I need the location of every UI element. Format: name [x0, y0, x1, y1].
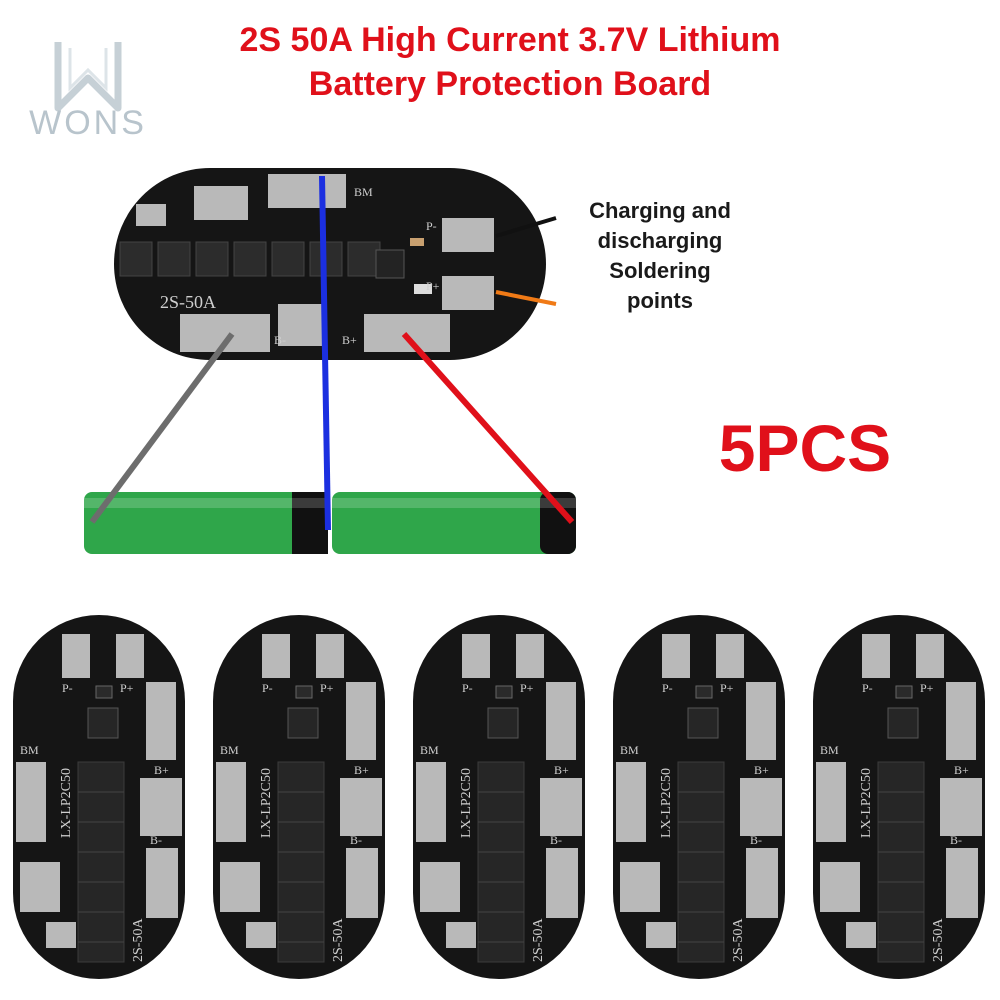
p-minus-label: P- [426, 219, 437, 233]
p-plus-pad [442, 276, 494, 310]
p-minus-label: P- [262, 681, 273, 695]
bm-label: BM [220, 743, 239, 757]
callout-line-4: points [627, 288, 693, 313]
p-plus-label: P+ [120, 681, 134, 695]
b-minus-label: B- [550, 833, 562, 847]
discharge-callout-line [495, 290, 557, 306]
protection-board-2: BM P- P+ B+ B- LX-LP2C50 2S-50A [213, 615, 385, 979]
p-plus-label: P+ [720, 681, 734, 695]
part-label: LX-LP2C50 [259, 768, 274, 838]
b-minus-label: B- [274, 333, 286, 347]
b-plus-label: B+ [354, 763, 369, 777]
p-minus-pad [442, 218, 494, 252]
part-label: LX-LP2C50 [459, 768, 474, 838]
b-minus-label: B- [350, 833, 362, 847]
model-label: 2S-50A [931, 918, 946, 962]
bm-label: BM [820, 743, 839, 757]
callout-line-1: Charging and [589, 198, 731, 223]
b-plus-label: B+ [154, 763, 169, 777]
page-title: 2S 50A High Current 3.7V Lithium Battery… [130, 18, 890, 106]
bm-label: BM [354, 185, 373, 199]
positive-wire [401, 332, 575, 524]
battery-cell-2 [332, 492, 576, 554]
b-plus-label: B+ [342, 333, 357, 347]
bm-pad [268, 174, 346, 208]
wons-logo-icon [54, 42, 122, 112]
bm-label: BM [620, 743, 639, 757]
p-minus-label: P- [662, 681, 673, 695]
protection-board-4: BM P- P+ B+ B- LX-LP2C50 2S-50A [613, 615, 785, 979]
model-label: 2S-50A [131, 918, 146, 962]
logo-text: WONS [29, 104, 147, 142]
p-minus-label: P- [462, 681, 473, 695]
p-minus-label: P- [62, 681, 73, 695]
b-plus-label: B+ [954, 763, 969, 777]
protection-board-3: BM P- P+ B+ B- LX-LP2C50 2S-50A [413, 615, 585, 979]
p-plus-label: P+ [426, 279, 440, 293]
bm-wire [319, 175, 331, 531]
p-minus-label: P- [862, 681, 873, 695]
callout-line-3: Soldering [609, 258, 711, 283]
bm-label: BM [20, 743, 39, 757]
b-minus-label: B- [750, 833, 762, 847]
p-plus-label: P+ [920, 681, 934, 695]
model-label: 2S-50A [731, 918, 746, 962]
p-plus-label: P+ [320, 681, 334, 695]
part-label: LX-LP2C50 [659, 768, 674, 838]
title-line-2: Battery Protection Board [308, 65, 712, 103]
model-label: 2S-50A [531, 918, 546, 962]
part-label: LX-LP2C50 [59, 768, 74, 838]
quantity-label: 5PCS [718, 411, 892, 485]
b-minus-label: B- [150, 833, 162, 847]
battery-cell-1 [84, 492, 328, 554]
protection-board-1: BM P- P+ B+ B- LX-LP2C50 2S-50A [13, 615, 185, 979]
bm-label: BM [420, 743, 439, 757]
b-plus-label: B+ [754, 763, 769, 777]
b-plus-label: B+ [554, 763, 569, 777]
title-line-1: 2S 50A High Current 3.7V Lithium [239, 21, 781, 59]
part-label: LX-LP2C50 [859, 768, 874, 838]
negative-wire [89, 332, 235, 524]
b-minus-label: B- [950, 833, 962, 847]
model-label: 2S-50A [331, 918, 346, 962]
model-label: 2S-50A [160, 292, 216, 312]
protection-board-5: BM P- P+ B+ B- LX-LP2C50 2S-50A [813, 615, 985, 979]
callout-line-2: discharging [597, 228, 723, 253]
p-plus-label: P+ [520, 681, 534, 695]
charge-callout-line [495, 216, 557, 238]
soldering-points-callout: Charging and discharging Soldering point… [560, 196, 760, 316]
